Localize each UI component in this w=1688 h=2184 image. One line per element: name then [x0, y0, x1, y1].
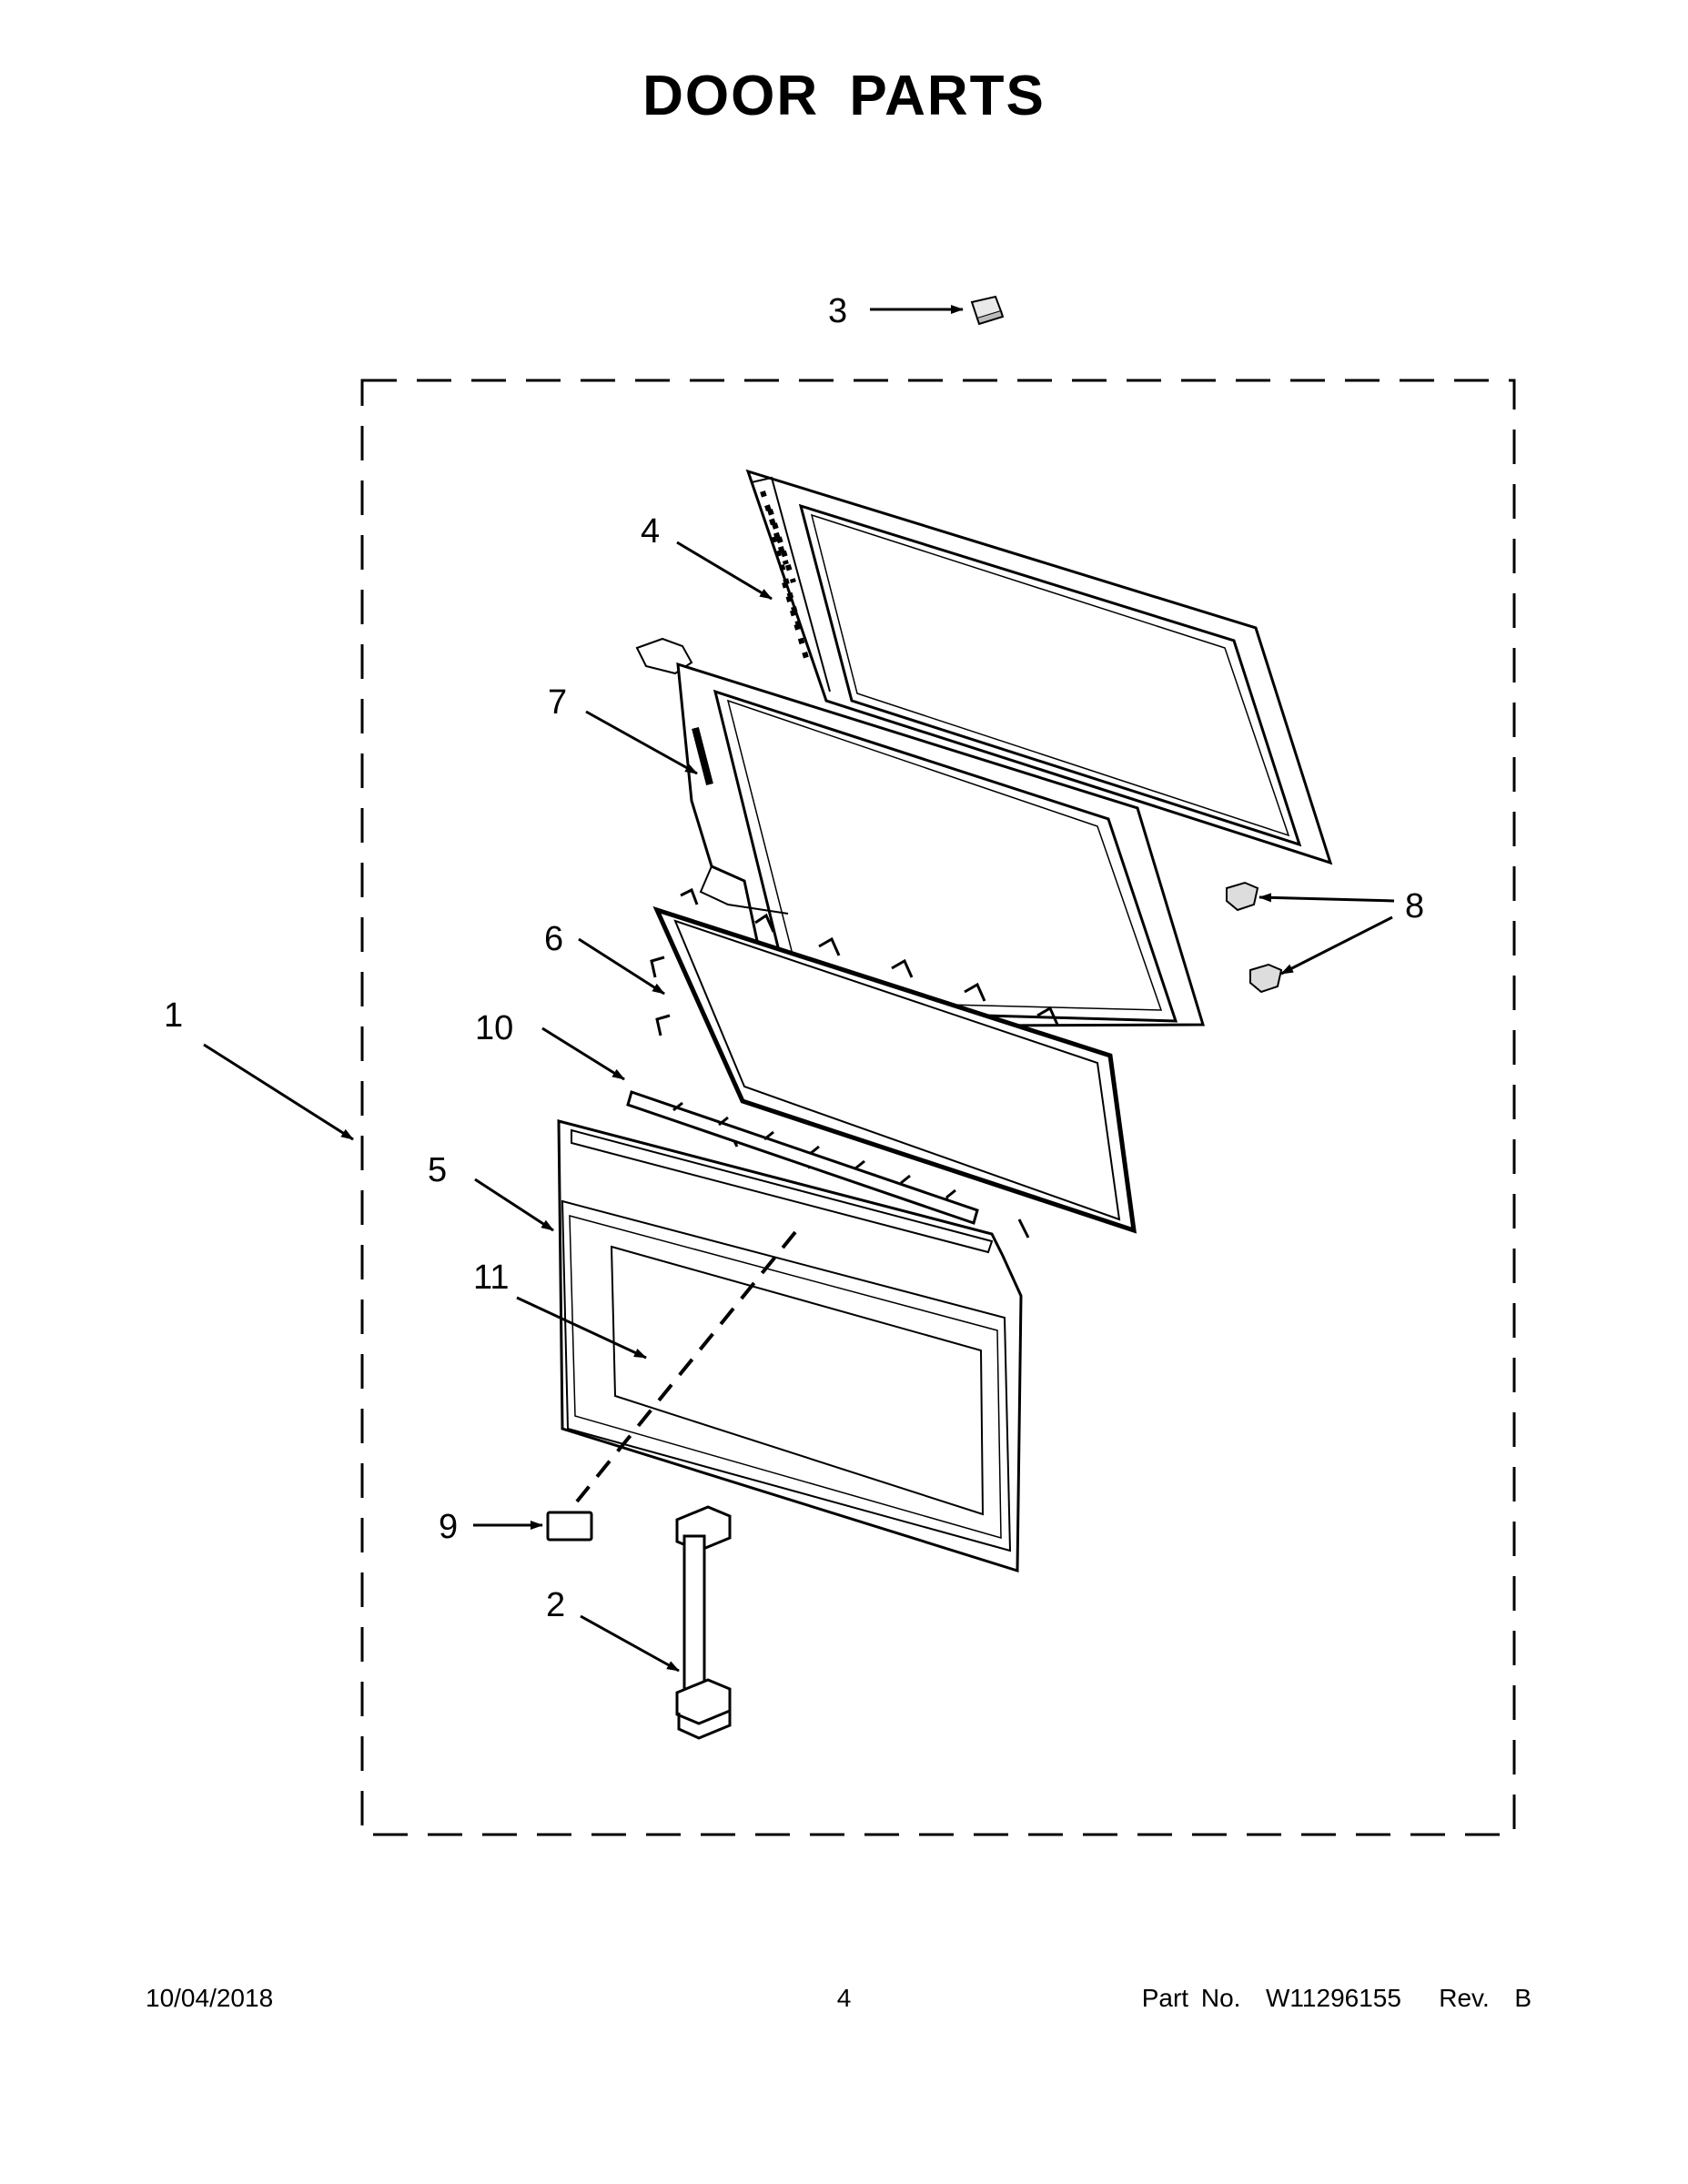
callout-3: 3 [828, 292, 847, 330]
page-title: DOOR PARTS [642, 65, 1046, 127]
callout-6: 6 [544, 920, 563, 958]
callout-9: 9 [439, 1508, 458, 1546]
footer-part-number: Part No. W11296155 Rev. B [1141, 1984, 1531, 2012]
part-11-window [610, 1245, 985, 1516]
footer-date: 10/04/2018 [146, 1984, 274, 2012]
part-10-bracket [626, 1090, 979, 1225]
part-4-rear-frame [745, 469, 1333, 865]
callout-5: 5 [428, 1151, 447, 1189]
callout-4: 4 [641, 512, 660, 551]
callout-2: 2 [546, 1586, 565, 1624]
part-9-label-plate [546, 1511, 593, 1542]
part-2-handle [675, 1505, 732, 1740]
callout-10: 10 [475, 1009, 513, 1047]
leader-lines [203, 305, 1395, 1673]
door-assembly-boundary [360, 379, 1516, 1836]
callout-11: 11 [473, 1259, 509, 1297]
part-3-latch-icon [970, 295, 1005, 326]
part-8-hinge-clips [1226, 881, 1283, 994]
callout-7: 7 [548, 683, 567, 722]
callout-1: 1 [164, 996, 183, 1035]
footer-page-number: 4 [836, 1984, 852, 2012]
callout-8: 8 [1405, 887, 1424, 925]
